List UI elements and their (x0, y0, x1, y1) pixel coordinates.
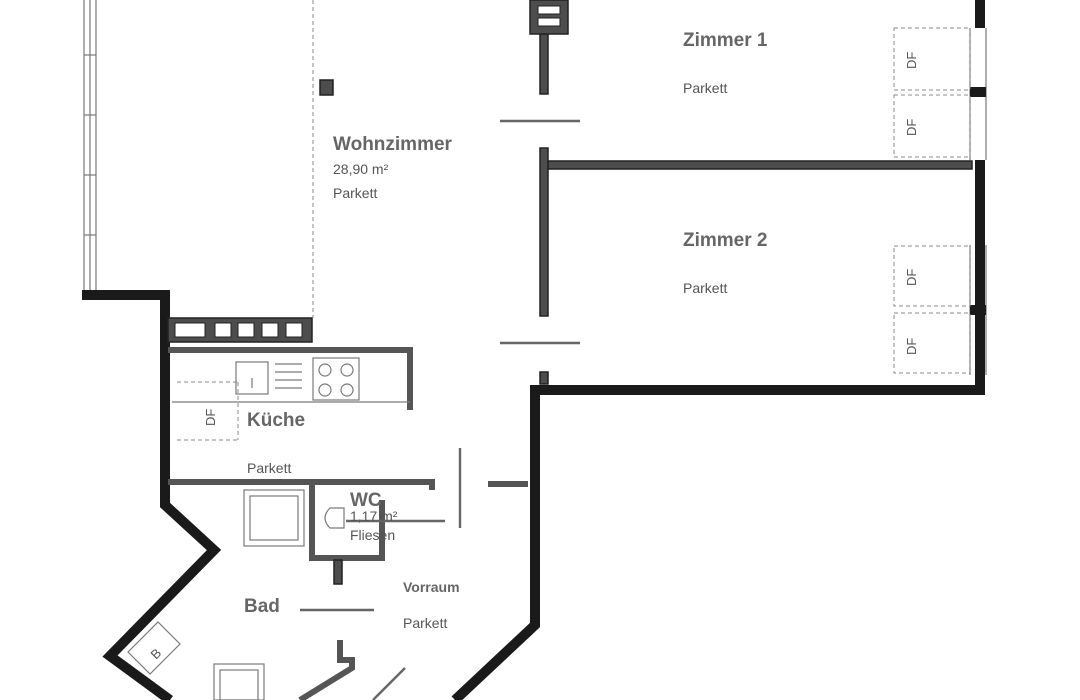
wohnzimmer-area: 28,90 m² (333, 161, 389, 177)
bath-fixtures (127, 489, 345, 700)
kueche-floor: Parkett (247, 460, 291, 476)
boiler-icon (127, 621, 181, 675)
zimmer2-floor: Parkett (683, 280, 727, 296)
toilet-icon (324, 507, 345, 529)
skylight-label-5: DF (203, 409, 218, 426)
zimmer1-floor: Parkett (683, 80, 727, 96)
skylight-4 (893, 312, 971, 374)
wc-floor: Fliesen (350, 527, 395, 543)
skylight-3 (893, 245, 971, 307)
skylight-2 (893, 94, 971, 158)
zimmer1-name: Zimmer 1 (683, 30, 768, 51)
bad-name: Bad (244, 596, 280, 617)
door-bottom (372, 667, 406, 700)
shower-icon (243, 489, 305, 547)
skylight-label-2: DF (904, 119, 919, 136)
interior-walls (167, 0, 973, 700)
room-labels: Wohnzimmer 28,90 m² Parkett Zimmer 1 Par… (244, 30, 768, 631)
wc-area: 1,17 m² (350, 508, 398, 524)
boiler-label: B (148, 645, 165, 662)
dashed-lines (177, 0, 314, 441)
skylight-1 (893, 27, 971, 91)
wc-name: WC (350, 490, 382, 511)
kitchen-fixtures (172, 357, 410, 403)
wohnzimmer-window (83, 0, 97, 290)
skylight-label-4: DF (904, 338, 919, 355)
washbasin-icon (213, 663, 265, 700)
stove-icon (312, 357, 360, 401)
doors (300, 119, 580, 700)
vorraum-floor: Parkett (403, 615, 447, 631)
kueche-name: Küche (247, 410, 305, 431)
outer-walls (82, 0, 987, 700)
vorraum-name: Vorraum (403, 579, 460, 595)
sink-icon (235, 361, 269, 395)
skylight-label-1: DF (904, 52, 919, 69)
zimmer2-name: Zimmer 2 (683, 230, 767, 251)
skylights: DF DF DF DF DF B (148, 27, 971, 662)
skylight-label-3: DF (904, 269, 919, 286)
wohnzimmer-name: Wohnzimmer (333, 134, 453, 155)
wohnzimmer-floor: Parkett (333, 185, 377, 201)
